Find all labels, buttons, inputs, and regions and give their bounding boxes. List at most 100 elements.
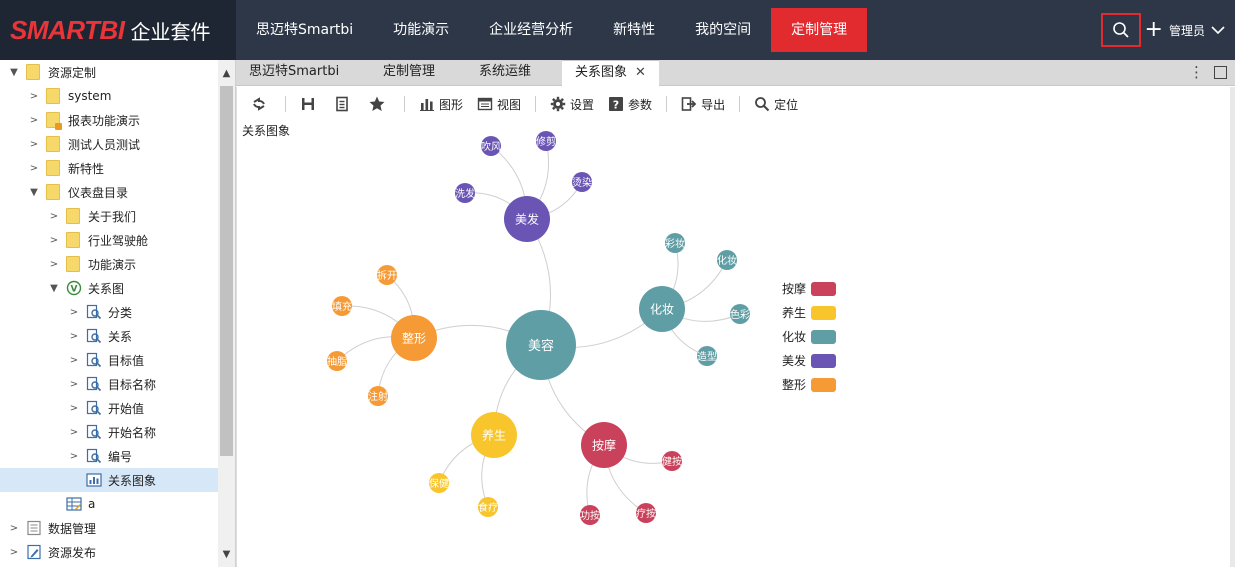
sidebar-item-18[interactable]: a — [0, 492, 218, 516]
leaf-node-2-1[interactable]: 化妆 — [717, 250, 737, 270]
leaf-node-0-1[interactable]: 疗按 — [636, 503, 656, 523]
root-node[interactable]: 美容 — [506, 310, 576, 380]
sidebar-item-19[interactable]: >数据管理 — [0, 516, 218, 540]
chevron-down-icon[interactable]: ▼ — [10, 66, 18, 78]
user-menu[interactable]: 管理员 — [1168, 23, 1205, 38]
sidebar-item-3[interactable]: >测试人员测试 — [0, 132, 218, 156]
chevron-right-icon[interactable]: > — [69, 402, 79, 414]
view-button[interactable]: 视图 — [477, 92, 521, 116]
sidebar-item-11[interactable]: >关系 — [0, 324, 218, 348]
chevron-right-icon[interactable]: > — [29, 162, 39, 174]
category-node-1[interactable]: 养生 — [471, 412, 517, 458]
chevron-right-icon[interactable]: > — [49, 258, 59, 270]
chevron-down-icon[interactable]: ▼ — [50, 282, 58, 294]
leaf-node-4-0[interactable]: 拆开 — [377, 265, 397, 285]
sidebar-item-17[interactable]: 关系图象 — [0, 468, 218, 492]
more-vertical-icon[interactable]: ⋮ — [1189, 63, 1204, 81]
tab-smartbi[interactable]: 思迈特Smartbi — [236, 60, 352, 86]
nav-item-4[interactable]: 我的空间 — [695, 22, 752, 38]
sidebar-item-6[interactable]: >关于我们 — [0, 204, 218, 228]
export-button[interactable]: 导出 — [681, 92, 725, 116]
chevron-right-icon[interactable]: > — [69, 378, 79, 390]
maximize-icon[interactable] — [1214, 66, 1227, 79]
nav-item-0[interactable]: 思迈特Smartbi — [256, 22, 354, 38]
leaf-node-2-0[interactable]: 彩妆 — [665, 233, 685, 253]
locate-button[interactable]: 定位 — [754, 92, 798, 116]
legend-item-1[interactable]: 养生 — [782, 305, 836, 320]
legend-item-2[interactable]: 化妆 — [782, 330, 836, 344]
chevron-right-icon[interactable]: > — [49, 234, 59, 246]
chevron-right-icon[interactable]: > — [29, 90, 39, 102]
sidebar-item-13[interactable]: >目标名称 — [0, 372, 218, 396]
scroll-down-icon[interactable]: ▼ — [222, 548, 231, 560]
params-button[interactable]: ? 参数 — [608, 92, 652, 116]
nav-item-3[interactable]: 新特性 — [613, 22, 656, 38]
chevron-right-icon[interactable]: > — [9, 546, 19, 558]
chevron-down-icon[interactable] — [1209, 21, 1227, 39]
chevron-right-icon[interactable]: > — [49, 210, 59, 222]
category-node-2[interactable]: 化妆 — [639, 286, 685, 332]
leaf-node-3-3[interactable]: 洗发 — [455, 183, 475, 203]
sidebar-item-4[interactable]: >新特性 — [0, 156, 218, 180]
chevron-right-icon[interactable]: > — [69, 306, 79, 318]
sidebar-item-7[interactable]: >行业驾驶舱 — [0, 228, 218, 252]
category-node-3[interactable]: 美发 — [504, 196, 550, 242]
legend-item-0[interactable]: 按摩 — [782, 281, 836, 296]
chevron-right-icon[interactable]: > — [69, 354, 79, 366]
sidebar-item-0[interactable]: ▼资源定制 — [0, 60, 218, 84]
leaf-node-4-3[interactable]: 注射 — [368, 386, 388, 406]
chevron-right-icon[interactable]: > — [9, 522, 19, 534]
sidebar-item-5[interactable]: ▼仪表盘目录 — [0, 180, 218, 204]
sidebar-item-12[interactable]: >目标值 — [0, 348, 218, 372]
nav-item-5[interactable]: 定制管理 — [771, 8, 868, 52]
leaf-node-2-2[interactable]: 色彩 — [730, 304, 750, 324]
search-button[interactable] — [1100, 13, 1141, 47]
tab-system-ops[interactable]: 系统运维 — [466, 60, 544, 86]
tab-custom-management[interactable]: 定制管理 — [370, 60, 448, 86]
save-button[interactable] — [300, 92, 320, 116]
leaf-node-0-0[interactable]: 健按 — [662, 451, 682, 471]
nav-item-1[interactable]: 功能演示 — [393, 22, 450, 38]
settings-button[interactable]: 设置 — [550, 92, 594, 116]
leaf-node-3-1[interactable]: 修剪 — [536, 131, 556, 151]
chevron-right-icon[interactable]: > — [29, 114, 39, 126]
scroll-thumb[interactable] — [220, 86, 233, 456]
chevron-right-icon[interactable]: > — [69, 330, 79, 342]
sidebar-item-10[interactable]: >分类 — [0, 300, 218, 324]
chevron-down-icon[interactable]: ▼ — [30, 186, 38, 198]
sidebar-item-20[interactable]: >资源发布 — [0, 540, 218, 564]
favorite-button[interactable] — [368, 92, 390, 116]
chart-type-button[interactable]: 图形 — [419, 92, 463, 116]
refresh-button[interactable] — [251, 92, 271, 116]
sidebar-item-16[interactable]: >编号 — [0, 444, 218, 468]
nav-item-2[interactable]: 企业经营分析 — [489, 22, 574, 38]
tab-relation-graph[interactable]: 关系图象✕ — [562, 60, 659, 86]
leaf-node-0-2[interactable]: 功按 — [580, 505, 600, 525]
close-icon[interactable]: ✕ — [635, 65, 646, 80]
scroll-up-icon[interactable]: ▲ — [222, 67, 231, 79]
category-node-0[interactable]: 按摩 — [581, 422, 627, 468]
leaf-node-2-3[interactable]: 造型 — [697, 346, 717, 366]
leaf-node-4-2[interactable]: 抽脂 — [327, 351, 347, 371]
category-node-3-circle — [504, 196, 550, 242]
sidebar-item-1[interactable]: >system — [0, 84, 218, 108]
leaf-node-1-1[interactable]: 食疗 — [478, 497, 498, 517]
plus-icon[interactable]: + — [1144, 16, 1163, 42]
sidebar-item-15[interactable]: >开始名称 — [0, 420, 218, 444]
leaf-node-3-2[interactable]: 烫染 — [572, 172, 592, 192]
sidebar-scrollbar[interactable]: ▲ ▼ — [218, 60, 235, 567]
chevron-right-icon[interactable]: > — [69, 426, 79, 438]
chevron-right-icon[interactable]: > — [69, 450, 79, 462]
category-node-4[interactable]: 整形 — [391, 315, 437, 361]
sidebar-item-2[interactable]: >报表功能演示 — [0, 108, 218, 132]
chevron-right-icon[interactable]: > — [29, 138, 39, 150]
legend-item-4[interactable]: 整形 — [782, 377, 836, 392]
leaf-node-3-0[interactable]: 吹风 — [481, 136, 501, 156]
save-as-button[interactable] — [334, 92, 354, 116]
sidebar-item-8[interactable]: >功能演示 — [0, 252, 218, 276]
leaf-node-4-1[interactable]: 填充 — [332, 296, 352, 316]
legend-item-3[interactable]: 美发 — [782, 353, 836, 368]
sidebar-item-14[interactable]: >开始值 — [0, 396, 218, 420]
leaf-node-1-0[interactable]: 保健 — [429, 473, 449, 493]
